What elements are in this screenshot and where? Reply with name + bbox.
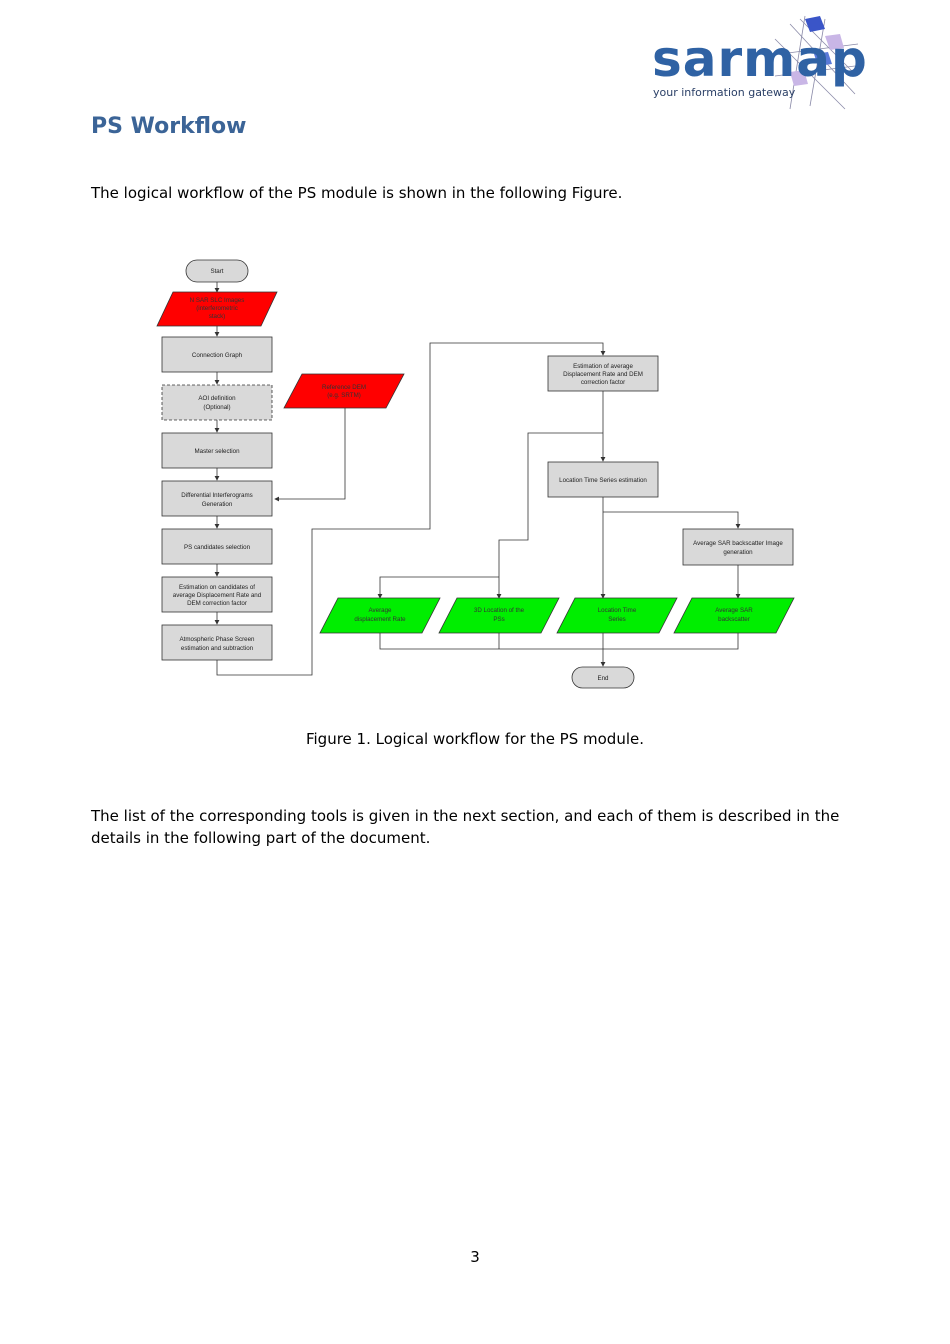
page-title: PS Workflow [91,114,247,139]
estimation-average-line3: correction factor [581,379,625,386]
output-avg-displacement-line2: displacement Rate [354,616,406,623]
location-ts-estimation-box: Location Time Series estimation [547,461,659,498]
start-label: Start [210,268,223,275]
estimation-candidates-line1: Estimation on candidates of [179,584,255,591]
differential-interferograms-box: Differential Interferograms Generation [161,480,273,517]
aoi-label-line1: AOI definition [198,395,236,402]
logo-grid-graphic [774,15,859,110]
output-avg-backscatter: Average SAR backscatter [673,597,795,634]
location-ts-estimation-label: Location Time Series estimation [559,477,647,484]
input-slc-images: N SAR SLC Images (interferometric stack) [156,291,278,327]
estimation-candidates-line2: average Displacement Rate and [173,592,262,599]
flow-connectors [214,282,741,676]
diff-interferograms-line1: Differential Interferograms [181,492,252,499]
input-slc-line2: (interferometric [196,305,238,312]
reference-dem-input: Reference DEM (e.g. SRTM) [283,373,405,409]
end-terminator: End [571,666,635,689]
estimation-average-line2: Displacement Rate and DEM [563,371,643,378]
page-number: 3 [470,1248,480,1266]
estimation-candidates-line3: DEM correction factor [187,600,247,607]
connection-graph-box: Connection Graph [161,336,273,373]
closing-paragraph: The list of the corresponding tools is g… [91,807,840,847]
input-slc-line3: stack) [209,313,226,320]
reference-dem-line2: (e.g. SRTM) [327,392,361,399]
output-avg-backscatter-line1: Average SAR [715,607,753,614]
output-location-ts: Location Time Series [556,597,678,634]
estimation-average-line1: Estimation of average [573,363,633,370]
reference-dem-line1: Reference DEM [322,384,366,391]
intro-paragraph: The logical workflow of the PS module is… [91,184,623,202]
logo-wordmark: sarmap [652,30,868,88]
output-avg-displacement-line1: Average [369,607,392,614]
aoi-definition-box: AOI definition (Optional) [161,384,273,421]
ps-candidates-box: PS candidates selection [161,528,273,565]
aoi-label-line2: (Optional) [203,404,230,411]
atmospheric-phase-box: Atmospheric Phase Screen estimation and … [161,624,273,661]
output-location-ts-line1: Location Time [598,607,637,614]
atmospheric-line2: estimation and subtraction [181,645,254,652]
ps-workflow-flowchart: Start N SAR SLC Images (interferometric … [156,259,795,689]
output-location-ts-line2: Series [608,616,626,623]
output-3d-location-line1: 3D Location of the [474,607,525,614]
end-label: End [597,675,609,682]
estimation-average-box: Estimation of average Displacement Rate … [547,355,659,392]
start-terminator: Start [185,259,249,283]
master-selection-box: Master selection [161,432,273,469]
diff-interferograms-line2: Generation [202,501,233,508]
output-3d-location: 3D Location of the PSs [438,597,560,634]
connection-graph-label: Connection Graph [192,352,243,359]
backscatter-generation-line1: Average SAR backscatter Image [693,540,783,547]
sarmap-logo: sarmap your information gateway [640,14,867,110]
input-slc-line1: N SAR SLC Images [190,297,245,304]
logo-tagline: your information gateway [653,86,796,99]
ps-candidates-label: PS candidates selection [184,544,251,551]
output-3d-location-line2: PSs [493,616,504,623]
backscatter-generation-box: Average SAR backscatter Image generation [682,528,794,566]
atmospheric-line1: Atmospheric Phase Screen [180,636,256,643]
output-avg-displacement: Average displacement Rate [319,597,441,634]
figure-caption: Figure 1. Logical workflow for the PS mo… [305,730,645,748]
estimation-candidates-box: Estimation on candidates of average Disp… [161,576,273,613]
output-avg-backscatter-line2: backscatter [718,616,750,623]
backscatter-generation-line2: generation [723,549,753,556]
master-selection-label: Master selection [194,448,240,455]
